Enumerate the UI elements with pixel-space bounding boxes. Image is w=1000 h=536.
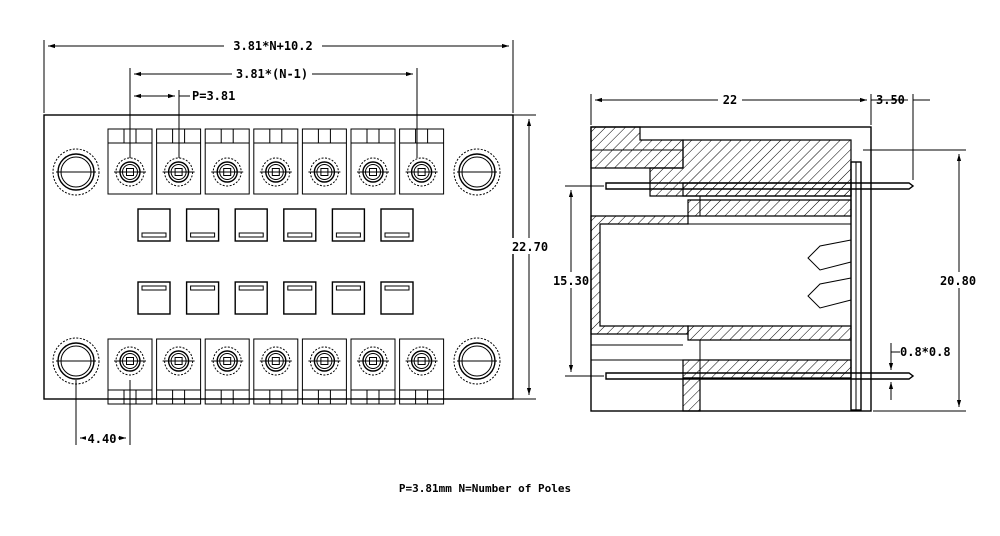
dim-pin-size-label: 0.8*0.8 — [900, 345, 951, 359]
window-row-bottom — [137, 281, 414, 315]
dim-inner-height: 15.30 — [552, 185, 604, 377]
window-1 — [137, 208, 171, 242]
dim-span-label: 3.81*(N-1) — [236, 67, 308, 81]
terminal-2 — [156, 338, 202, 405]
dim-pin-extension-label: 3.50 — [876, 93, 905, 107]
front-body-outline — [43, 114, 514, 400]
dim-depth: 22 — [590, 92, 872, 125]
dim-pin-size: 0.8*0.8 — [888, 343, 951, 400]
terminal-4 — [253, 128, 299, 195]
mounting-screw-bottom-left — [52, 337, 100, 385]
dim-outer-height: 20.80 — [863, 149, 978, 412]
window-2 — [185, 208, 220, 242]
terminal-7 — [399, 128, 445, 195]
side-top-wall — [649, 139, 852, 197]
front-view: 3.81*N+10.2 3.81*(N-1) P=3.81 22.70 — [43, 38, 548, 446]
dim-pin-extension: 3.50 — [871, 93, 930, 180]
window-3 — [234, 208, 268, 242]
dim-depth-label: 22 — [723, 93, 737, 107]
terminal-6 — [350, 338, 396, 405]
terminal-row-top — [107, 128, 445, 195]
window-4 — [283, 281, 317, 315]
dim-height: 22.70 — [512, 114, 548, 400]
dim-pitch: P=3.81 — [134, 89, 235, 158]
window-4 — [283, 208, 317, 242]
dim-pitch-label: P=3.81 — [192, 89, 235, 103]
window-6 — [380, 281, 414, 315]
side-view: 22 3.50 15.30 20.80 — [552, 92, 978, 412]
side-cavity-top-wall — [687, 199, 852, 217]
dim-inner-height-label: 15.30 — [553, 274, 589, 288]
mounting-screw-top-left — [52, 148, 100, 196]
side-pin-bottom — [605, 372, 915, 380]
dim-outer-height-label: 20.80 — [940, 274, 976, 288]
window-3 — [234, 281, 268, 315]
drawing-note: P=3.81mm N=Number of Poles — [399, 482, 571, 495]
window-2 — [185, 281, 220, 315]
window-row-top — [137, 208, 414, 242]
window-5 — [331, 208, 366, 242]
window-5 — [331, 281, 366, 315]
side-pin-top — [605, 182, 915, 190]
dim-edge-offset-label: 4.40 — [88, 432, 117, 446]
terminal-4 — [253, 338, 299, 405]
terminal-5 — [301, 128, 347, 195]
terminal-row-bottom — [107, 338, 445, 405]
side-bottom-wall — [682, 359, 852, 379]
terminal-3 — [204, 338, 250, 405]
side-bottom-latch — [682, 377, 701, 412]
dim-edge-offset: 4.40 — [75, 380, 131, 446]
terminal-6 — [350, 128, 396, 195]
side-cavity-left-wall — [590, 215, 689, 335]
side-top-latch — [590, 126, 684, 169]
mounting-screw-bottom-right — [453, 337, 501, 385]
window-1 — [137, 281, 171, 315]
terminal-7 — [399, 338, 445, 405]
dim-overall-width-label: 3.81*N+10.2 — [233, 39, 312, 53]
dim-height-label: 22.70 — [512, 240, 548, 254]
dim-overall-width: 3.81*N+10.2 — [43, 38, 514, 113]
dim-span: 3.81*(N-1) — [129, 66, 418, 158]
side-cavity-bottom-wall — [687, 325, 852, 341]
side-contact-spring — [807, 239, 852, 271]
mounting-screw-top-right — [453, 148, 501, 196]
terminal-5 — [301, 338, 347, 405]
terminal-3 — [204, 128, 250, 195]
window-6 — [380, 208, 414, 242]
